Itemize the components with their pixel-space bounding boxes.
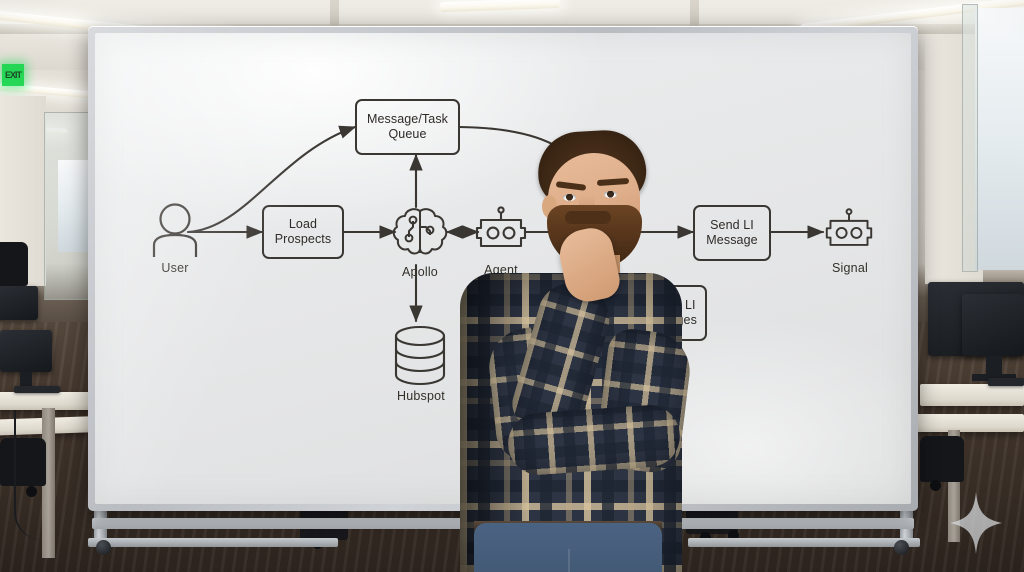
node-signal-label: Signal [832, 261, 868, 275]
office-desk [916, 414, 1024, 432]
brain-icon [392, 208, 448, 255]
office-keyboard [988, 378, 1024, 386]
person-forearm [506, 403, 682, 477]
node-load-prospects-text: Load Prospects [275, 217, 331, 247]
person [452, 128, 695, 572]
office-chair [920, 436, 964, 482]
node-text-line2: Message [706, 233, 758, 247]
person-eye [604, 191, 617, 198]
node-signal [823, 207, 875, 257]
chair-wheel [700, 532, 711, 543]
node-text-line1: Send LI [710, 218, 754, 232]
database-icon [394, 325, 446, 386]
node-agent [473, 205, 529, 259]
exit-sign: EXIT [2, 64, 24, 86]
node-queue-text: Message/Task Queue [367, 112, 448, 142]
node-text-line1: Message/Task [366, 112, 449, 126]
node-text-line1: Load [288, 217, 318, 231]
office-window [975, 8, 1024, 270]
node-apollo-label: Apollo [402, 265, 438, 279]
node-send-li-message: Send LI Message [693, 205, 771, 261]
node-user [147, 201, 203, 257]
node-user-label: User [161, 261, 189, 275]
node-load-prospects: Load Prospects [262, 205, 344, 259]
person-jeans [474, 523, 662, 572]
office-monitor [0, 330, 52, 372]
ceiling-beam [330, 0, 339, 46]
office-cable [14, 410, 42, 540]
monitor-stand [986, 356, 1002, 378]
chair-wheel [930, 480, 941, 491]
node-text-line2: Queue [388, 127, 427, 141]
node-text-line2: Prospects [274, 232, 332, 246]
glass-partition [962, 4, 978, 272]
chair-wheel [26, 486, 37, 497]
office-keyboard [14, 386, 60, 393]
office-chair [0, 242, 28, 286]
person-eye [563, 194, 576, 201]
office-desk [920, 384, 1024, 406]
node-apollo [390, 203, 450, 263]
monitor-stand [972, 374, 1016, 381]
person-mustache [565, 211, 611, 224]
node-message-task-queue: Message/Task Queue [355, 99, 460, 155]
node-hubspot-label: Hubspot [397, 389, 445, 403]
office-desk [0, 392, 98, 410]
office-monitor [962, 294, 1024, 356]
ceiling-beam [690, 0, 699, 42]
office-chair [0, 438, 46, 486]
robot-icon [825, 208, 873, 246]
chair-wheel [728, 530, 739, 541]
node-hubspot [391, 325, 449, 387]
office-monitor [0, 286, 38, 320]
monitor-stand [20, 372, 32, 390]
node-send-li-text: Send LI Message [706, 218, 757, 248]
robot-icon [475, 206, 527, 248]
person-icon [152, 203, 198, 257]
